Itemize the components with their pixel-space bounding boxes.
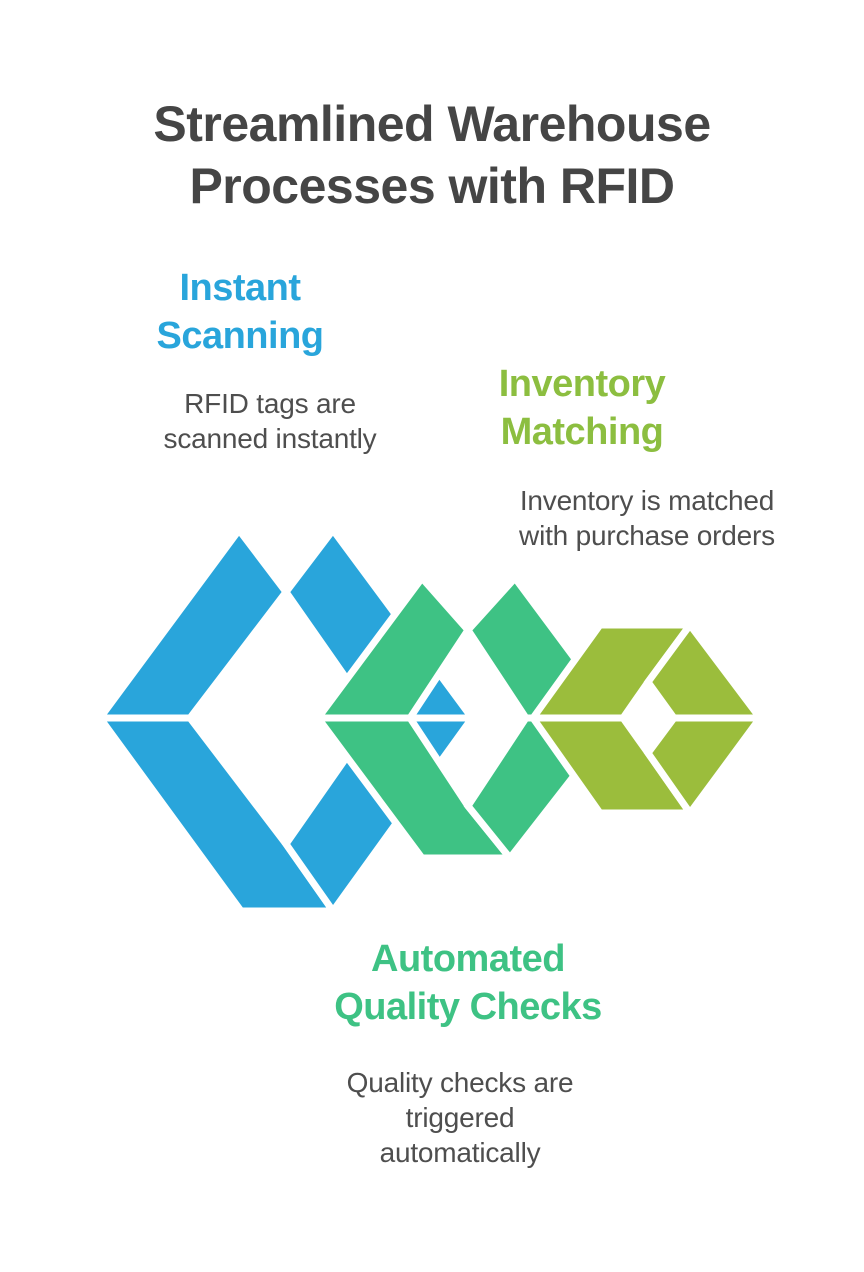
heading-inventory-matching: Inventory Matching: [382, 360, 782, 456]
heading-automated-quality-checks-line-2: Quality Checks: [334, 986, 602, 1028]
heading-inventory-matching-line-2: Matching: [500, 411, 664, 453]
ring-segment: [643, 714, 767, 819]
heading-instant-scanning-line-1: Instant: [179, 267, 301, 309]
heading-automated-quality-checks: Automated Quality Checks: [268, 935, 668, 1031]
caption-instant-scanning-line-1: RFID tags are: [184, 388, 356, 419]
caption-automated-quality-checks: Quality checks are triggered automatical…: [260, 1065, 660, 1170]
page-title-line-2: Processes with RFID: [189, 158, 675, 214]
page-title: Streamlined Warehouse Processes with RFI…: [0, 93, 864, 217]
caption-inventory-matching: Inventory is matched with purchase order…: [447, 483, 847, 553]
heading-automated-quality-checks-line-1: Automated: [371, 938, 565, 980]
heading-inventory-matching-line-1: Inventory: [498, 363, 666, 405]
ring-segment: [93, 714, 340, 915]
caption-inventory-matching-line-1: Inventory is matched: [519, 485, 775, 516]
caption-instant-scanning: RFID tags are scanned instantly: [70, 386, 470, 456]
page-title-line-1: Streamlined Warehouse: [153, 96, 711, 152]
caption-inventory-matching-line-2: with purchase orders: [519, 520, 775, 551]
caption-instant-scanning-line-2: scanned instantly: [163, 423, 377, 454]
ring-inventory-matching: [526, 619, 768, 819]
caption-automated-quality-checks-line-1: Quality checks are: [346, 1067, 574, 1098]
heading-instant-scanning: Instant Scanning: [40, 264, 440, 360]
caption-automated-quality-checks-line-3: automatically: [379, 1137, 541, 1168]
heading-instant-scanning-line-2: Scanning: [156, 315, 324, 357]
caption-automated-quality-checks-line-2: triggered: [405, 1102, 515, 1133]
ring-segment: [93, 524, 291, 722]
